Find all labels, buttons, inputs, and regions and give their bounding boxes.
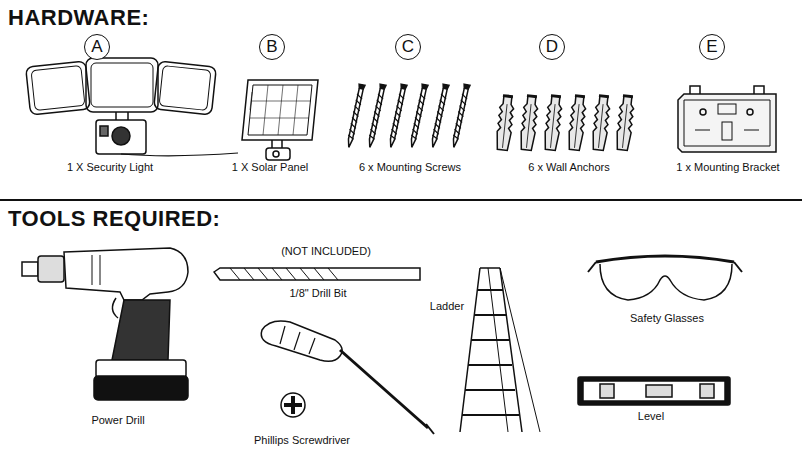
part-label: 1 X Security Light [67,161,153,174]
part-label: Ladder [430,300,464,313]
power-drill [22,248,188,400]
level [578,377,730,405]
part-label: 1 X Solar Panel [232,161,308,174]
callout-letter: B [259,34,285,60]
part-label: 1 x Mounting Bracket [676,161,779,174]
part-label: 1/8" Drill Bit [289,287,346,300]
mounting-screws [346,84,470,148]
safety-glasses [588,256,742,300]
callout-text: A [91,38,102,56]
divider-line [0,199,802,201]
callout-letter: C [395,34,421,60]
part-label: Safety Glasses [630,312,704,325]
callout-text: B [266,38,277,56]
part-label: Phillips Screwdriver [254,434,350,447]
callout-text: C [402,38,414,56]
part-label: (NOT INCLUDED) [281,245,371,258]
ladder [460,268,540,432]
callout-letter: A [84,34,110,60]
callout-letter: D [539,34,565,60]
part-label: 6 x Wall Anchors [528,161,610,174]
callout-text: E [706,38,717,56]
part-label: 6 x Mounting Screws [359,161,461,174]
security-light [26,58,238,156]
section-heading: TOOLS REQUIRED: [8,207,220,231]
solar-panel [242,80,318,160]
section-heading: HARDWARE: [8,6,149,30]
callout-letter: E [699,34,725,60]
wall-anchors [495,95,635,150]
mounting-bracket [678,86,776,152]
drill-bit [214,268,420,280]
part-label: Power Drill [91,414,144,427]
screwdriver [261,321,434,434]
callout-text: D [546,38,558,56]
part-label: Level [638,410,664,423]
